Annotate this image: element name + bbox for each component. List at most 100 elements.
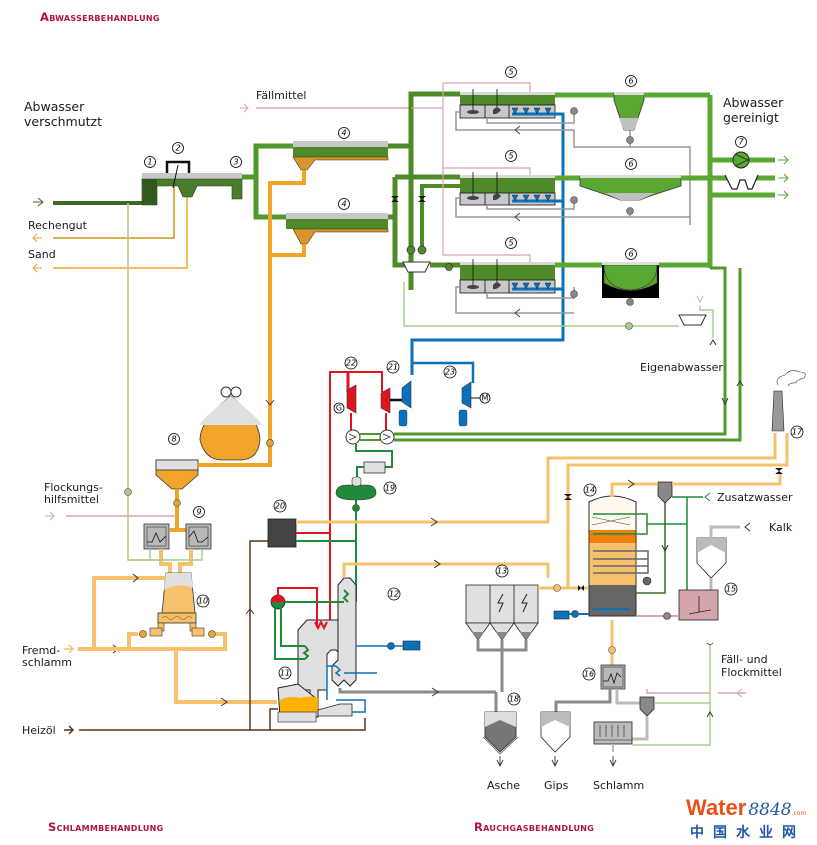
heat-exchanger-9a <box>143 523 170 550</box>
secondary-clarifier-6c <box>602 262 659 298</box>
badge-12: 12 <box>387 587 401 601</box>
svg-text:22: 22 <box>346 359 356 368</box>
generator-turbine-22 <box>346 384 357 414</box>
pre-clarifier-4b <box>286 213 389 245</box>
badge-3: 3 <box>230 156 242 168</box>
heizoel-label: Heizöl <box>22 724 56 737</box>
lime-mixing-tank <box>678 589 719 621</box>
svg-text:13: 13 <box>497 567 507 576</box>
gypsum-silo <box>540 711 571 753</box>
svg-text:7: 7 <box>738 138 744 147</box>
svg-text:10: 10 <box>198 597 208 606</box>
svg-text:2: 2 <box>175 144 180 153</box>
badge-2: 2 <box>172 142 184 154</box>
svg-text:5: 5 <box>508 152 513 161</box>
outlet-label-2: gereinigt <box>723 110 779 125</box>
badge-10: 10 <box>196 594 210 608</box>
svg-text:21: 21 <box>388 363 398 372</box>
badge-13: 13 <box>495 564 509 578</box>
svg-text:5: 5 <box>508 239 513 248</box>
oil-pipe <box>79 718 366 731</box>
sand-line <box>53 196 188 269</box>
faell-flock-label-2: Flockmittel <box>721 666 782 679</box>
rechengut-label: Rechengut <box>28 219 88 232</box>
incinerator-11 <box>277 619 353 723</box>
badge-15: 15 <box>724 582 738 596</box>
badge-6b: 6 <box>625 158 637 170</box>
pipe-to-clarifier-4a <box>253 143 293 177</box>
svg-text:12: 12 <box>389 590 399 599</box>
svg-text:23: 23 <box>445 368 455 377</box>
scrubber-14 <box>588 495 637 617</box>
primary-sludge-pipe <box>180 170 306 467</box>
svg-text:11: 11 <box>280 669 290 678</box>
svg-text:1: 1 <box>147 158 152 167</box>
badge-21: 21 <box>386 360 400 374</box>
kalk-label: Kalk <box>769 521 793 534</box>
generator-symbol: G <box>336 404 342 413</box>
sludge-thickener-8 <box>155 459 199 490</box>
badge-5b: 5 <box>505 150 517 162</box>
aeration-tank-5a <box>459 89 556 119</box>
logo-brand: Water <box>686 795 747 820</box>
svg-text:15: 15 <box>726 585 736 594</box>
smoke-icon <box>776 370 806 387</box>
faell-flock-label: Fäll- und <box>721 653 768 666</box>
svg-text:6: 6 <box>628 77 633 86</box>
electrostatic-precipitator-13 <box>465 584 539 641</box>
condenser-icon <box>345 429 361 445</box>
badge-6c: 6 <box>625 248 637 260</box>
badge-19: 19 <box>383 481 397 495</box>
badge-8: 8 <box>168 433 180 445</box>
secondary-clarifier-6a <box>613 92 645 131</box>
badge-4b: 4 <box>338 198 350 210</box>
secondary-clarifier-6b <box>579 175 682 201</box>
valve-icon <box>391 196 399 202</box>
outfall-weir-icon <box>724 174 759 190</box>
flockung-label-2: hilfsmittel <box>44 493 99 506</box>
badge-7: 7 <box>735 136 747 148</box>
flockung-label: Flockungs- <box>44 481 103 494</box>
badge-4a: 4 <box>338 127 350 139</box>
svg-text:4: 4 <box>341 129 346 138</box>
logo-chinese: 中国水业网 <box>690 824 805 841</box>
section-title-fluegas: Rauchgasbehandlung <box>474 820 594 834</box>
thickener-cone-icon <box>639 696 655 717</box>
badge-11: 11 <box>278 666 292 680</box>
svg-text:6: 6 <box>628 160 633 169</box>
badge-6a: 6 <box>625 75 637 87</box>
section-title-wastewater: Abwasserbehandlung <box>40 10 160 24</box>
badge-16: 16 <box>582 667 596 681</box>
fremdschlamm-label: Fremd- <box>22 644 60 657</box>
sand-arrow-icon <box>32 263 42 273</box>
component-badges: 1 2 3 4 4 5 5 5 6 6 6 7 8 9 10 11 12 13 … <box>144 66 804 706</box>
asche-label: Asche <box>487 779 520 792</box>
badge-14: 14 <box>583 483 597 497</box>
hydrocyclone-icon <box>657 481 673 504</box>
badge-9: 9 <box>193 506 205 518</box>
rechengut-line <box>53 184 175 239</box>
fremdschlamm-label-2: schlamm <box>22 656 72 669</box>
steam-pipe <box>329 371 383 630</box>
svg-text:8: 8 <box>171 435 176 444</box>
schlamm-arrow-icon <box>609 756 617 768</box>
air-supply-pipe <box>410 112 565 375</box>
schlamm-label: Schlamm <box>593 779 644 792</box>
ash-silo-18 <box>482 711 519 755</box>
control-unit-20 <box>267 518 297 548</box>
turbine-21 <box>380 387 391 414</box>
svg-text:20: 20 <box>275 502 285 511</box>
ash-arrow-icon <box>496 756 504 768</box>
svg-text:6: 6 <box>628 250 633 259</box>
rechengut-arrow-icon <box>32 233 42 243</box>
valve-icon <box>418 196 426 202</box>
pipe-to-clarifier-4b <box>253 177 286 220</box>
svg-text:9: 9 <box>196 508 201 517</box>
badge-22: 22 <box>344 356 358 370</box>
boiler-12 <box>331 577 357 687</box>
svg-text:18: 18 <box>509 695 519 704</box>
outlet-arrow-icon <box>778 155 789 200</box>
